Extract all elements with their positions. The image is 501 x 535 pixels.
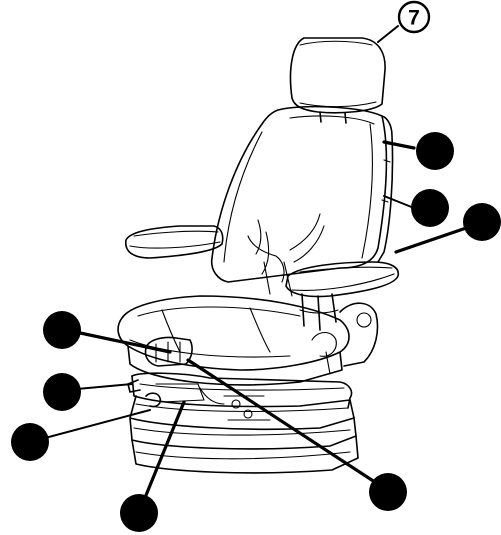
leader-lines (29, 25, 474, 512)
headrest (289, 37, 386, 124)
left-armrest (125, 225, 224, 259)
callout-dot-base-front (120, 494, 158, 532)
callout-7: 7 (397, 0, 431, 34)
callout-markers: 7 (11, 0, 501, 532)
callout-dot-armrest-right (463, 203, 501, 241)
suspension-base (129, 372, 359, 474)
callout-number: 7 (408, 7, 420, 30)
right-armrest (285, 261, 400, 331)
callout-dot-adjust-handle (369, 473, 407, 511)
seat-illustration (117, 37, 400, 474)
callout-dot-base-lever (11, 423, 49, 461)
seat-cushion (117, 295, 350, 386)
callout-dot-backrest-upper (416, 132, 454, 170)
callout-dot-seat-cushion (43, 311, 81, 349)
callout-dot-base-knob (43, 373, 81, 411)
callout-ring (397, 0, 431, 34)
side-mechanism (311, 302, 379, 375)
callout-dot-backrest-lower (411, 189, 449, 227)
